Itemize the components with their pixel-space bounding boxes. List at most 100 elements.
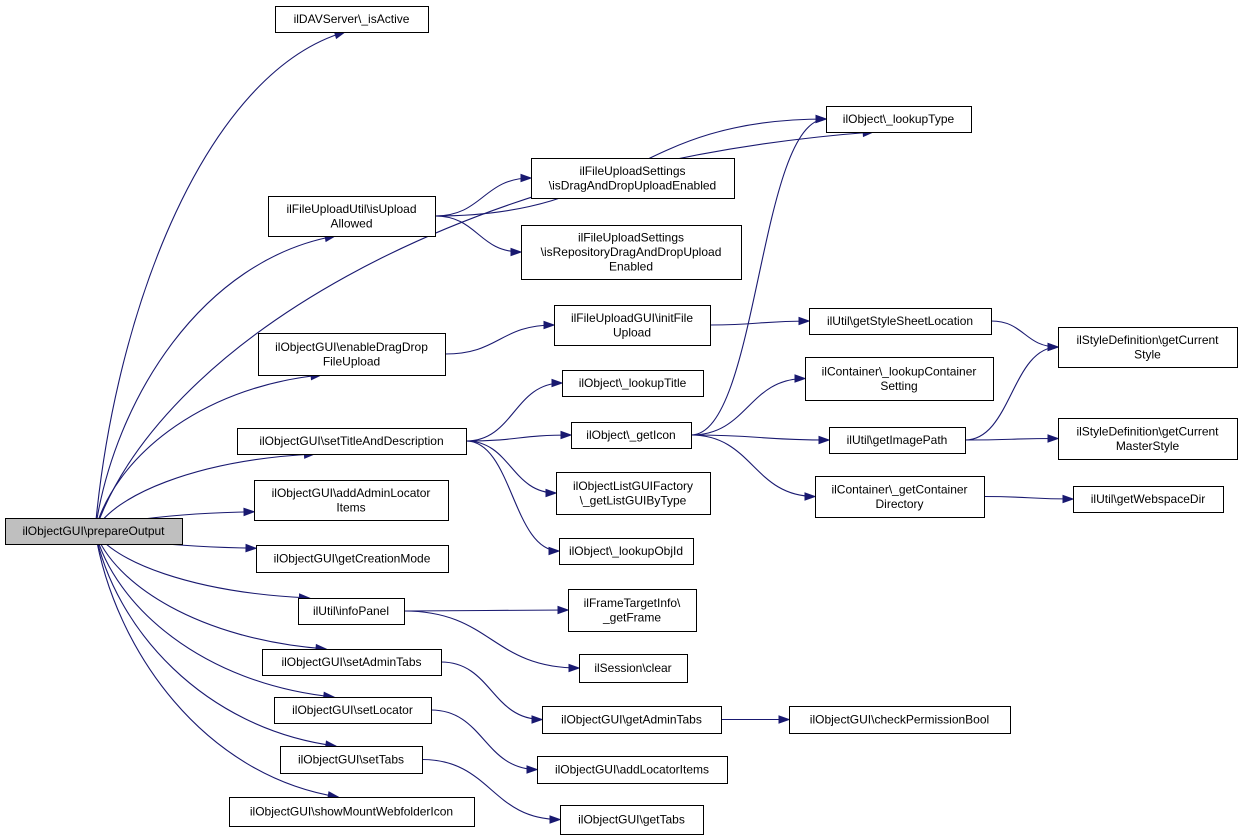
node-set-title-and-desc[interactable]: ilObjectGUI\setTitleAndDescription (237, 428, 467, 455)
node-check-permission-bool[interactable]: ilObjectGUI\checkPermissionBool (789, 706, 1011, 734)
arrowhead-icon (1047, 342, 1060, 352)
node-box (262, 649, 442, 676)
edge-line (465, 440, 557, 494)
edge-is-upload-allowed-to-is-drag-drop (434, 173, 533, 217)
node-session-clear[interactable]: ilSession\clear (579, 654, 688, 683)
node-box (1058, 418, 1238, 460)
node-label: ilObjectGUI\checkPermissionBool (810, 713, 989, 727)
node-label: ilSession\clear (594, 661, 671, 675)
edge-line (690, 434, 830, 441)
node-lookup-title[interactable]: ilObject\_lookupTitle (562, 370, 704, 397)
node-box (274, 697, 432, 724)
arrowhead-icon (551, 378, 564, 388)
node-dav-is-active[interactable]: ilDAVServer\_isActive (275, 6, 429, 33)
node-box (280, 746, 423, 774)
edge-get-admin-tabs-to-check-permission-bool (720, 715, 791, 724)
arrowhead-icon (794, 374, 807, 383)
edge-get-icon-to-get-container-dir (690, 434, 817, 501)
arrowhead-icon (798, 316, 811, 326)
node-get-admin-tabs[interactable]: ilObjectGUI\getAdminTabs (542, 706, 722, 734)
node-lookup-type[interactable]: ilObject\_lookupType (826, 106, 972, 133)
node-info-panel[interactable]: ilUtil\infoPanel (298, 598, 405, 625)
edge-info-panel-to-get-frame (403, 605, 570, 615)
edge-line (444, 324, 555, 355)
edge-line (403, 609, 569, 612)
node-box (537, 756, 728, 784)
edge-line (94, 530, 339, 798)
node-is-repo-drag-drop[interactable]: ilFileUploadSettings\isRepositoryDragAnd… (521, 225, 742, 280)
node-label: ilFileUploadSettings (578, 231, 684, 245)
node-box (5, 518, 183, 545)
node-get-list-guiby-type[interactable]: ilObjectListGUIFactory\_getListGUIByType (556, 472, 711, 515)
arrowhead-icon (560, 430, 573, 440)
arrowhead-icon (510, 247, 523, 257)
node-get-icon[interactable]: ilObject\_getIcon (571, 422, 692, 449)
arrowhead-icon (545, 488, 558, 498)
arrowhead-icon (526, 765, 539, 774)
arrowhead-icon (568, 663, 581, 673)
edge-prepare-output-to-lookup-type (94, 128, 875, 532)
node-set-admin-tabs[interactable]: ilObjectGUI\setAdminTabs (262, 649, 442, 676)
node-get-image-path[interactable]: ilUtil\getImagePath (829, 427, 966, 454)
node-prepare-output[interactable]: ilObjectGUI\prepareOutput (5, 518, 183, 545)
node-label: Allowed (330, 216, 372, 230)
node-label: ilObjectGUI\setTitleAndDescription (259, 434, 443, 448)
node-box (815, 476, 985, 518)
edge-enable-drag-drop-to-init-file-upload (444, 320, 556, 355)
node-label: ilContainer\_lookupContainer (822, 364, 977, 378)
node-is-drag-drop[interactable]: ilFileUploadSettings\isDragAndDropUpload… (531, 158, 735, 199)
node-add-locator-items[interactable]: ilObjectGUI\addLocatorItems (537, 756, 728, 784)
node-label: ilUtil\infoPanel (313, 604, 389, 618)
edge-line (94, 131, 874, 532)
arrowhead-icon (778, 715, 791, 724)
node-box (256, 545, 449, 573)
node-label: ilObjectGUI\getAdminTabs (561, 713, 702, 727)
node-label: ilObjectGUI\showMountWebfolderIcon (250, 805, 453, 819)
arrowhead-icon (557, 605, 570, 615)
node-get-creation-mode[interactable]: ilObjectGUI\getCreationMode (256, 545, 449, 573)
edge-set-title-and-desc-to-lookup-title (465, 378, 564, 442)
arrowhead-icon (245, 543, 258, 553)
arrowhead-icon (243, 507, 256, 517)
node-label: FileUpload (323, 354, 380, 368)
node-label: ilObjectGUI\getCreationMode (274, 552, 431, 566)
arrowhead-icon (549, 815, 562, 824)
edge-set-locator-to-add-locator-items (430, 709, 539, 774)
function-nodes: ilObjectGUI\prepareOutput ilDAVServer\_is… (5, 6, 1238, 835)
node-box (559, 538, 694, 565)
node-label: ilUtil\getStyleSheetLocation (827, 314, 973, 328)
edge-set-title-and-desc-to-lookup-obj-id (465, 440, 561, 556)
edge-line (440, 661, 543, 721)
edge-line (430, 709, 538, 771)
arrowhead-icon (818, 435, 831, 445)
node-label: ilObject\_lookupTitle (579, 376, 687, 390)
edge-line (964, 437, 1059, 441)
edge-line (94, 235, 336, 532)
node-style-sheet-loc[interactable]: ilUtil\getStyleSheetLocation (809, 308, 992, 335)
node-box (1073, 486, 1224, 513)
node-label: ilFileUploadUtil\isUpload (286, 202, 416, 216)
node-get-webspace-dir[interactable]: ilUtil\getWebspaceDir (1073, 486, 1224, 513)
node-label: \isDragAndDropUploadEnabled (549, 178, 716, 192)
edge-get-icon-to-lookup-container-setting (690, 374, 807, 436)
edge-init-file-upload-to-style-sheet-loc (709, 316, 811, 326)
node-set-tabs[interactable]: ilObjectGUI\setTabs (280, 746, 423, 774)
edge-set-admin-tabs-to-get-admin-tabs (440, 661, 544, 724)
node-get-tabs[interactable]: ilObjectGUI\getTabs (560, 805, 704, 835)
node-box (560, 805, 704, 835)
node-lookup-obj-id[interactable]: ilObject\_lookupObjId (559, 538, 694, 565)
node-box (229, 797, 475, 827)
node-get-frame[interactable]: ilFrameTargetInfo\_getFrame (568, 589, 697, 632)
node-show-mount-webfolder-icon[interactable]: ilObjectGUI\showMountWebfolderIcon (229, 797, 475, 827)
node-label: ilUtil\getWebspaceDir (1091, 492, 1206, 506)
node-set-locator[interactable]: ilObjectGUI\setLocator (274, 697, 432, 724)
